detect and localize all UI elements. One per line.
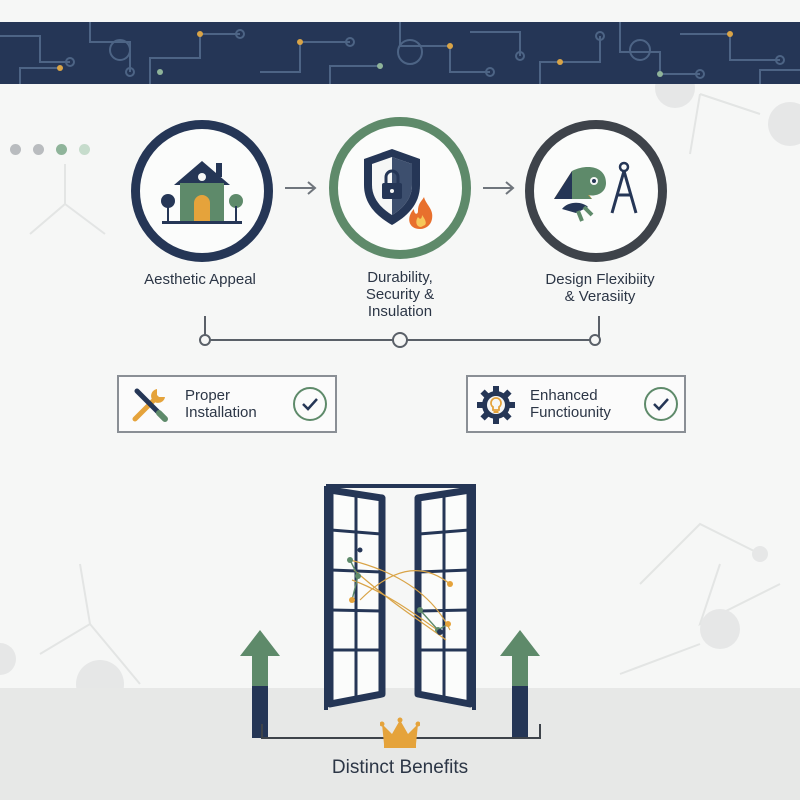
card-enhanced-functionality-label: Enhanced Functiounity xyxy=(530,387,611,421)
indicator-dot-2[interactable] xyxy=(33,144,44,155)
step-design-circle xyxy=(525,120,667,262)
wrench-screwdriver-icon xyxy=(132,388,168,422)
step-durability-label: Durability, Security & Insulation xyxy=(365,269,435,320)
step-design-label: Design Flexibiity & Verasiity xyxy=(545,271,655,305)
check-icon xyxy=(293,387,327,421)
circuit-pattern xyxy=(0,22,800,84)
footer-title: Distinct Benefits xyxy=(331,757,469,778)
step-aesthetic-circle xyxy=(131,120,273,262)
arrow-right-icon xyxy=(483,181,515,195)
gear-lightbulb-icon xyxy=(477,386,515,424)
card-proper-installation-label: Proper Installation xyxy=(185,387,257,421)
crown-icon xyxy=(380,717,420,748)
open-door-illustration xyxy=(324,484,476,710)
step-aesthetic-label: Aesthetic Appeal xyxy=(144,271,256,288)
check-icon xyxy=(644,387,678,421)
indicator-dot-4[interactable] xyxy=(79,144,90,155)
shield-lock-fire-icon xyxy=(364,149,433,229)
card-proper-installation: Proper Installation xyxy=(117,375,337,433)
circuit-banner xyxy=(0,22,800,84)
step-durability-circle xyxy=(329,117,471,259)
timeline-connector xyxy=(199,316,601,348)
growth-arrows xyxy=(240,630,541,739)
arrow-right-icon xyxy=(285,181,317,195)
card-enhanced-functionality: Enhanced Functiounity xyxy=(466,375,686,433)
indicator-dot-3[interactable] xyxy=(56,144,67,155)
house-icon xyxy=(161,161,243,224)
indicator-dot-1[interactable] xyxy=(10,144,21,155)
chameleon-compass-icon xyxy=(554,161,638,222)
